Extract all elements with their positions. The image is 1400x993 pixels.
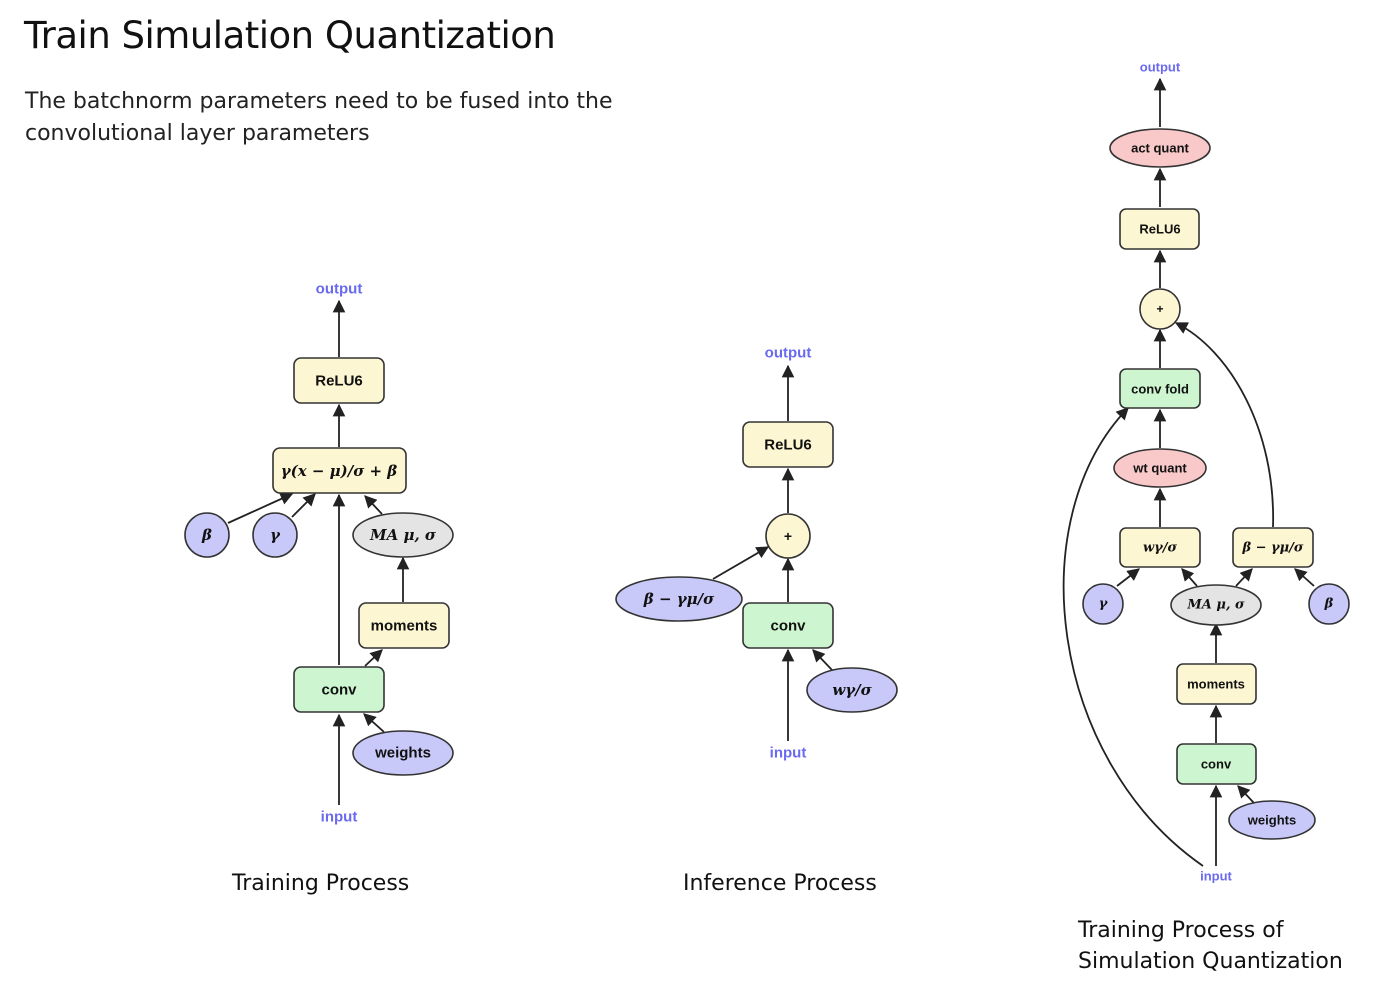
simulation-convfold-label: conv fold [1131,382,1189,397]
edge-bias-to-add [1174,322,1274,528]
simulation-conv-label: conv [1201,757,1232,772]
inference-input-label: input [770,745,807,762]
edge-input-to-convfold [1062,407,1204,867]
simulation-convfold-node [1119,368,1201,409]
inference-weight-label: wγ/σ [832,681,872,699]
inference-relu-node [742,421,834,468]
simulation-input-label: input [1200,869,1232,884]
training-gamma-node [252,512,298,558]
simulation-caption-line2: Simulation Quantization [1078,949,1343,974]
simulation-wtquant-node [1113,448,1207,488]
training-relu-label: ReLU6 [315,373,363,390]
simulation-beta-node [1308,583,1350,625]
training-moments-label: moments [371,618,438,635]
simulation-relu-label: ReLU6 [1139,222,1180,237]
simulation-weights-label: weights [1247,813,1296,828]
simulation-gamma-label: γ [1099,597,1109,612]
simulation-ma-node [1170,584,1262,626]
inference-conv-node [742,602,834,649]
training-input-label: input [321,809,358,826]
training-ma-label: MA μ, σ [369,526,437,544]
training-output-label: output [316,281,363,298]
inference-diagram: output ReLU6 + β − γμ/σ conv wγ/σ input [615,345,898,762]
inference-add-node [765,513,811,559]
simulation-moments-node [1176,663,1257,705]
simulation-actquant-label: act quant [1131,141,1189,156]
edge-ma-to-wscaled [1181,568,1198,587]
simulation-actquant-node [1109,128,1211,168]
training-relu-node [293,357,385,404]
training-moments-node [358,602,450,649]
edge-conv-to-moments [364,649,383,667]
training-gamma-label: γ [270,526,281,544]
edge-ma-to-bn [364,495,383,515]
simulation-caption: Training Process of Simulation Quantizat… [1078,915,1378,977]
page-subtitle: The batchnorm parameters need to be fuse… [25,89,613,146]
edge-gamma-to-bn [291,493,316,518]
edge-bias-to-add [712,546,770,580]
simulation-add-node [1139,288,1181,330]
inference-caption: Inference Process [683,871,877,896]
training-ma-node [352,512,454,558]
edge-gamma-to-wscaled [1116,568,1140,587]
inference-relu-label: ReLU6 [764,437,812,454]
simulation-beta-label: β [1324,597,1334,612]
edge-weights-to-conv [363,713,385,733]
edge-weights-to-conv [1237,785,1255,804]
edge-beta-to-bias [1294,568,1315,587]
inference-weight-node [806,667,898,713]
simulation-ma-label: MA μ, σ [1186,598,1245,613]
inference-bias-node [615,576,743,622]
simulation-output-label: output [1140,60,1181,75]
simulation-weights-node [1228,800,1316,840]
simulation-bias-label: β − γμ/σ [1241,541,1303,556]
simulation-bias-node [1232,527,1314,568]
training-bn-label: γ(x − μ)/σ + β [281,462,398,480]
training-beta-label: β [201,526,212,544]
simulation-caption-line1: Training Process of [1078,918,1284,943]
simulation-diagram: output act quant ReLU6 + conv fold wt qu… [1062,60,1350,884]
training-diagram: output ReLU6 γ(x − μ)/σ + β β γ MA μ, σ … [184,281,454,826]
edge-ma-to-bias [1235,568,1253,587]
edge-beta-to-bn [227,492,294,524]
simulation-relu-node [1119,208,1200,250]
training-conv-node [293,666,385,713]
simulation-gamma-node [1082,583,1124,625]
training-caption: Training Process [232,871,410,896]
simulation-conv-node [1176,743,1257,785]
training-conv-label: conv [321,682,357,699]
simulation-add-label: + [1156,302,1163,316]
edge-weight-to-conv [812,649,833,671]
training-weights-node [352,730,454,776]
page-title: Train Simulation Quantization [24,14,556,57]
inference-conv-label: conv [770,618,806,635]
inference-add-label: + [784,528,792,544]
training-weights-label: weights [374,745,431,762]
simulation-wtquant-label: wt quant [1132,461,1187,476]
simulation-wscaled-label: wγ/σ [1143,541,1178,556]
training-beta-node [184,512,230,558]
simulation-wscaled-node [1119,527,1201,568]
training-bn-node [272,447,407,494]
inference-bias-label: β − γμ/σ [643,590,715,608]
simulation-moments-label: moments [1187,677,1245,692]
inference-output-label: output [765,345,812,362]
